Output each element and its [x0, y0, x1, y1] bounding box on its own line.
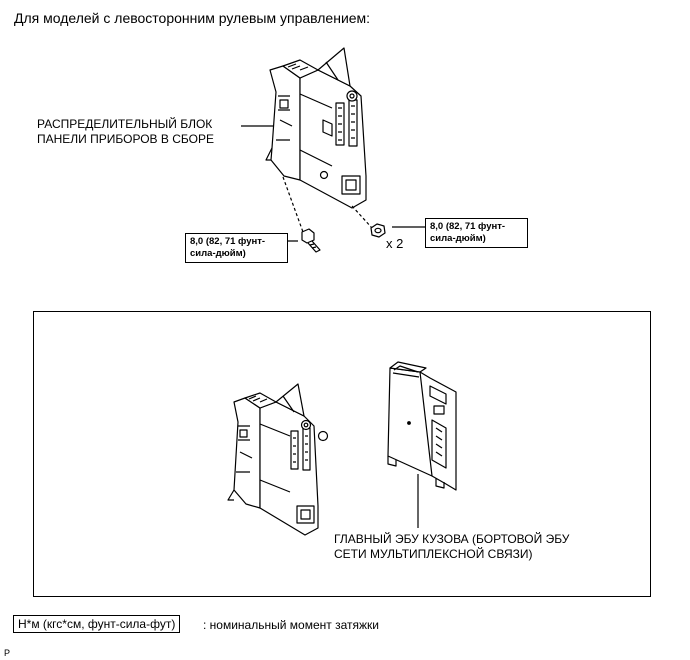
main-ecu-label-line2: СЕТИ МУЛЬТИПЛЕКСНОЙ СВЯЗИ) [334, 547, 533, 561]
junction-block-small-drawing [227, 383, 329, 536]
nut-quantity: x 2 [386, 236, 404, 251]
torque-spec-nut: 8,0 (82, 71 фунт- сила-дюйм) [425, 218, 528, 248]
junction-block-label-line1: РАСПРЕДЕЛИТЕЛЬНЫЙ БЛОК [37, 117, 213, 131]
legend-unit-box: Н*м (кгс*см, фунт-сила-фут) [13, 615, 181, 633]
torque-spec-bolt-line2: сила-дюйм) [190, 248, 246, 259]
torque-spec-nut-line1: 8,0 (82, 71 фунт- [430, 221, 506, 232]
junction-block-label: РАСПРЕДЕЛИТЕЛЬНЫЙ БЛОК ПАНЕЛИ ПРИБОРОВ В… [37, 117, 214, 147]
nut-dashed-line [351, 205, 373, 229]
bolt-icon [301, 228, 321, 253]
nut-icon [370, 223, 386, 238]
page-title: Для моделей с левосторонним рулевым упра… [14, 10, 371, 26]
main-ecu-label: ГЛАВНЫЙ ЭБУ КУЗОВА (БОРТОВОЙ ЭБУ СЕТИ МУ… [334, 532, 569, 562]
legend-description: : номинальный момент затяжки [203, 618, 379, 632]
main-body-ecu-drawing [387, 361, 457, 491]
main-ecu-label-line1: ГЛАВНЫЙ ЭБУ КУЗОВА (БОРТОВОЙ ЭБУ [334, 532, 570, 546]
torque-spec-nut-line2: сила-дюйм) [430, 233, 486, 244]
junction-block-drawing [265, 47, 367, 209]
bolt-dashed-line [282, 176, 304, 233]
torque-spec-bolt-line1: 8,0 (82, 71 фунт- [190, 236, 266, 247]
junction-block-label-line2: ПАНЕЛИ ПРИБОРОВ В СБОРЕ [37, 132, 214, 146]
corner-mark: P [4, 648, 11, 658]
illustration-frame [33, 311, 651, 597]
torque-spec-bolt: 8,0 (82, 71 фунт- сила-дюйм) [185, 233, 288, 263]
